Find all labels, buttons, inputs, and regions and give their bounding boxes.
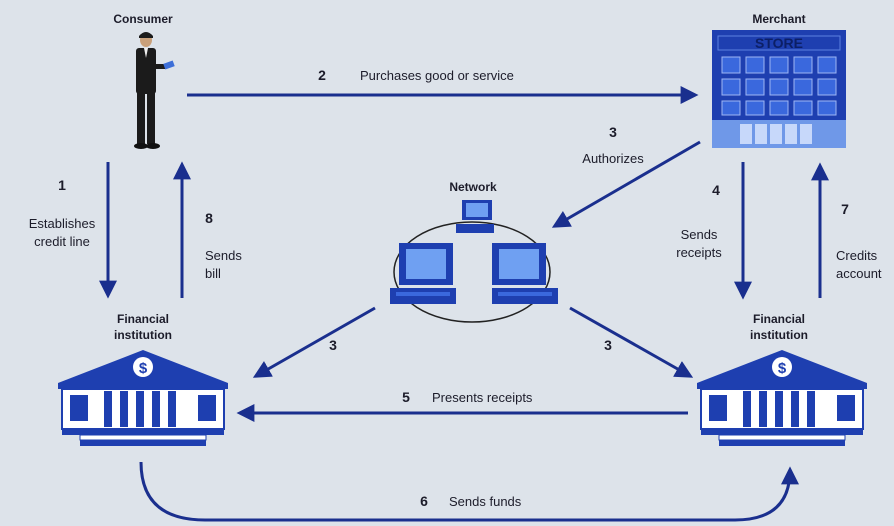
arrow-3-authorizes <box>551 140 701 228</box>
flow-6-number: 6 <box>420 493 428 509</box>
flow-8-number: 8 <box>205 210 213 226</box>
flow-1-number: 1 <box>58 177 66 193</box>
flow-3-right-number: 3 <box>604 337 612 353</box>
flow-2-number: 2 <box>318 67 326 83</box>
bank-left-symbol: $ <box>139 360 148 377</box>
flow-4-line2: receipts <box>676 245 722 260</box>
arrow-3-network-to-right-bank <box>569 306 694 378</box>
bank-right-symbol: $ <box>778 360 787 377</box>
flow-7-number: 7 <box>841 201 849 217</box>
flow-5-label: Presents receipts <box>432 390 533 405</box>
flow-5-number: 5 <box>402 389 410 405</box>
bank-right-title-line1: Financial <box>753 312 805 326</box>
flow-2-label: Purchases good or service <box>360 68 514 83</box>
arrow-6-sends-funds <box>139 461 799 522</box>
flow-8-line1: Sends <box>205 248 242 263</box>
bank-right-title-line2: institution <box>750 328 808 342</box>
store-sign: STORE <box>755 35 803 51</box>
flow-1-line2: credit line <box>34 234 90 249</box>
consumer-title: Consumer <box>113 12 173 26</box>
bank-left-title-line2: institution <box>114 328 172 342</box>
flow-3-merchant-label: Authorizes <box>582 151 644 166</box>
store-icon: STORE <box>712 30 846 148</box>
flow-3-left-number: 3 <box>329 337 337 353</box>
flow-7-line1: Credits <box>836 248 878 263</box>
flow-6-label: Sends funds <box>449 494 522 509</box>
network-computers-icon <box>390 200 558 323</box>
person-icon <box>134 32 175 149</box>
network-title: Network <box>449 180 497 194</box>
bank-icon-left: $ <box>58 350 228 446</box>
merchant-title: Merchant <box>752 12 805 26</box>
flow-3-merchant-number: 3 <box>609 124 617 140</box>
flow-8-line2: bill <box>205 266 221 281</box>
bank-icon-right: $ <box>697 350 867 446</box>
flow-1-line1: Establishes <box>29 216 96 231</box>
bank-left-title-line1: Financial <box>117 312 169 326</box>
flow-4-line1: Sends <box>681 227 718 242</box>
arrow-3-network-to-left-bank <box>252 306 376 378</box>
flow-4-number: 4 <box>712 182 720 198</box>
flow-7-line2: account <box>836 266 882 281</box>
